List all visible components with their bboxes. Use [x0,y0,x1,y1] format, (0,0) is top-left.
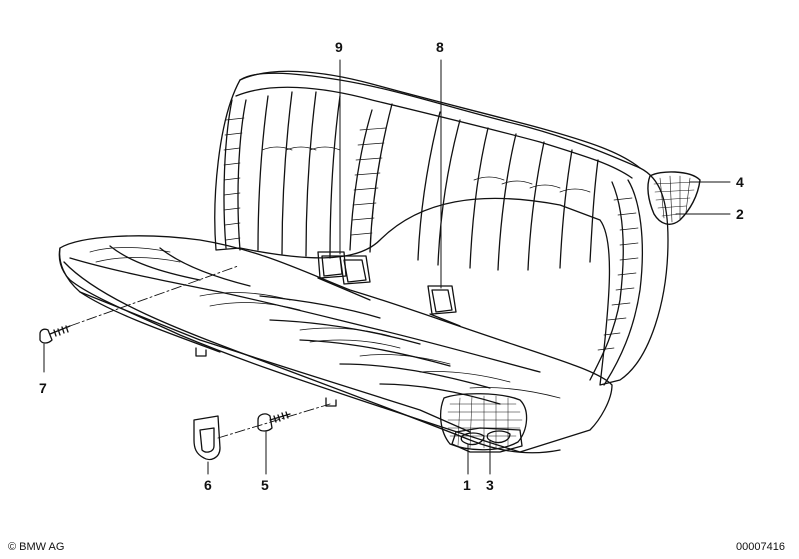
belt-buckles [317,251,461,327]
callout-5: 5 [261,477,269,493]
assembly-lines [69,265,331,439]
callout-1: 1 [463,477,471,493]
callout-8: 8 [436,39,444,55]
copyright-text: © BMW AG [8,541,65,553]
callout-7: 7 [39,380,47,396]
callout-2: 2 [736,206,744,222]
seat-cushion [58,235,613,454]
callout-9: 9 [335,39,343,55]
diagram-code: 00007416 [736,541,785,553]
callout-4: 4 [736,174,744,190]
clip-6 [193,415,221,461]
leader-lines [43,59,731,475]
backrest [214,70,701,386]
screw-7 [39,325,71,344]
callout-6: 6 [204,477,212,493]
callout-3: 3 [486,477,494,493]
bolt-5 [257,411,291,432]
